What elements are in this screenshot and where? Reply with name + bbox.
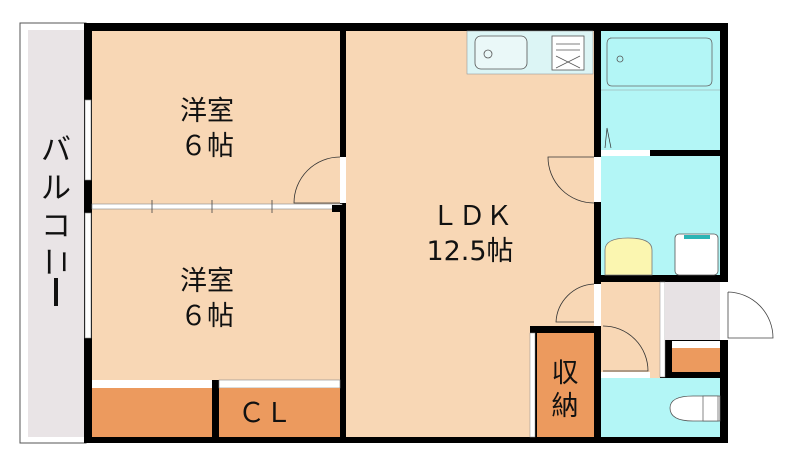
entrance bbox=[665, 282, 720, 340]
balcony-char: ニ bbox=[38, 247, 73, 277]
bath-door[interactable] bbox=[604, 127, 612, 149]
stove-icon bbox=[551, 35, 585, 71]
toilet-door[interactable] bbox=[602, 325, 649, 372]
window bbox=[84, 99, 92, 181]
closet-door[interactable] bbox=[218, 379, 341, 389]
closet-label: ＣＬ bbox=[238, 398, 292, 429]
washbasin-icon bbox=[604, 237, 653, 276]
washing-machine-icon bbox=[674, 233, 719, 276]
ldk-size: 12.5帖 bbox=[426, 236, 513, 267]
window bbox=[84, 212, 92, 339]
sink-icon bbox=[474, 35, 528, 70]
hall-door[interactable] bbox=[555, 283, 595, 323]
balcony-label: バ ル コ ニ bbox=[38, 133, 73, 306]
balcony-char-dash bbox=[54, 278, 58, 306]
door-opening bbox=[340, 157, 346, 203]
washroom-door[interactable] bbox=[547, 156, 595, 204]
room-1-size: ６帖 bbox=[180, 131, 234, 162]
sliding-partition[interactable] bbox=[91, 203, 343, 210]
storage-left bbox=[92, 388, 212, 437]
western-room-1 bbox=[92, 31, 340, 206]
storage-label: 納 bbox=[552, 391, 579, 422]
shoe-cabinet bbox=[672, 348, 720, 372]
bathtub-icon bbox=[606, 37, 713, 87]
balcony-char: コ bbox=[41, 209, 71, 244]
western-room-2 bbox=[92, 208, 340, 380]
door-opening bbox=[594, 157, 601, 202]
balcony bbox=[28, 30, 86, 437]
storage-door[interactable] bbox=[529, 332, 536, 438]
balcony-char: バ bbox=[41, 133, 71, 168]
storage-label: 収 bbox=[552, 358, 579, 389]
balcony-char: ル bbox=[41, 171, 71, 206]
door-room-1[interactable] bbox=[293, 156, 341, 204]
front-door[interactable] bbox=[727, 291, 774, 339]
ldk-name: ＬＤＫ bbox=[432, 201, 513, 232]
room-1-name: 洋室 bbox=[180, 96, 234, 127]
hallway bbox=[601, 282, 660, 380]
room-2-size: ６帖 bbox=[180, 301, 234, 332]
room-2-name: 洋室 bbox=[180, 266, 234, 297]
closet bbox=[219, 388, 340, 437]
storage bbox=[537, 333, 594, 437]
